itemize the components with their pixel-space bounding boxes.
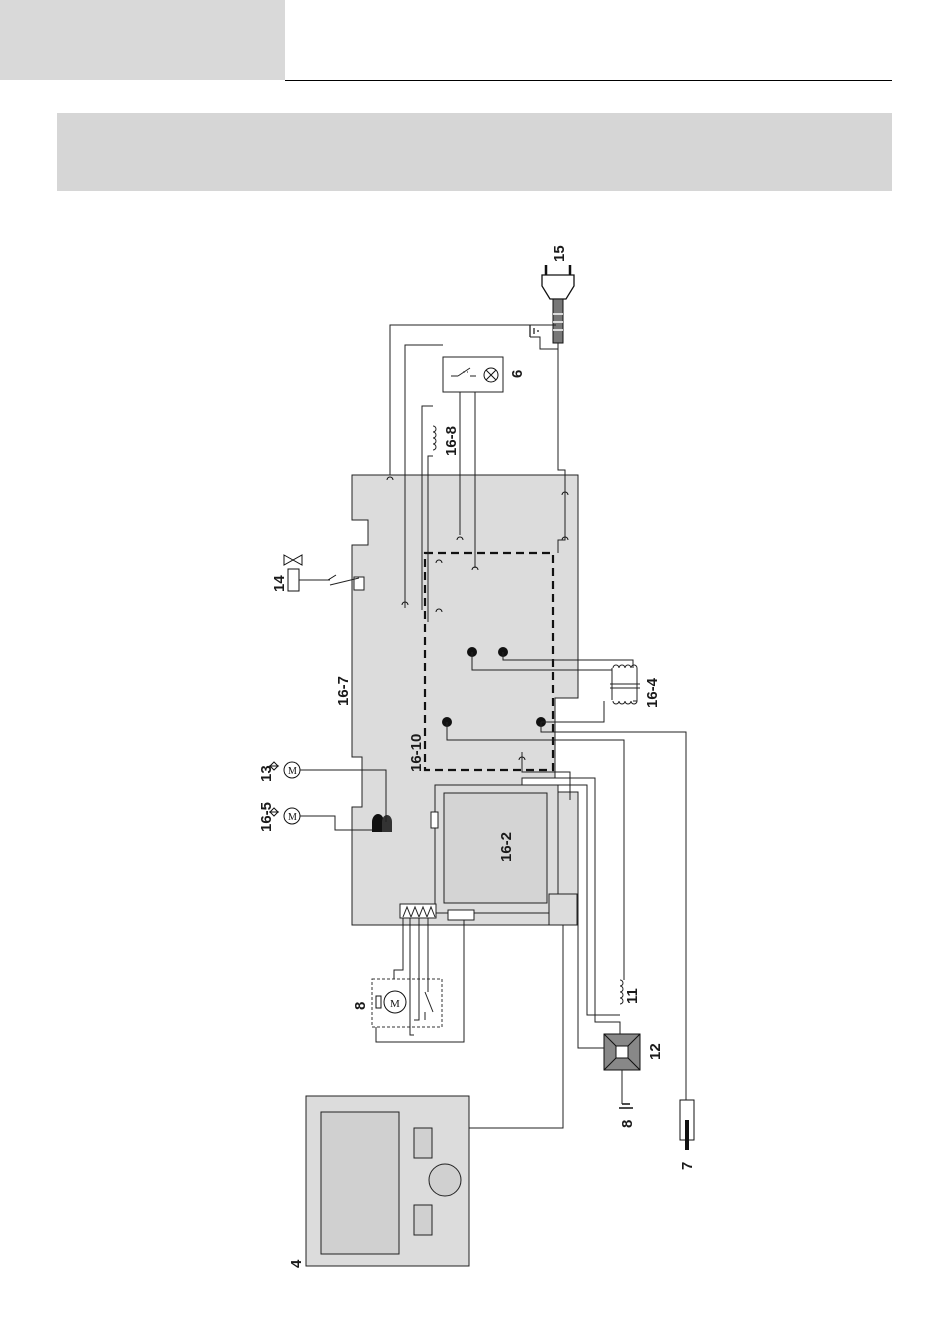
sub-board-connector — [431, 812, 438, 828]
display-panel — [306, 1096, 469, 1266]
bottom-connector — [448, 910, 474, 920]
ground-icon — [530, 325, 538, 337]
ignition-unit — [604, 1034, 640, 1070]
coil-icon — [620, 980, 623, 1004]
motor-icon: M — [372, 979, 442, 1027]
svg-text:M: M — [390, 998, 400, 1010]
probe-icon — [680, 1100, 694, 1150]
label-coil-16-8: 16-8 — [443, 426, 460, 456]
transformer-icon — [610, 665, 640, 704]
label-electrode: 8 — [619, 1120, 636, 1128]
label-probe: 7 — [679, 1162, 696, 1170]
motor-connector — [400, 904, 436, 918]
coil-icon — [433, 426, 436, 450]
svg-text:M: M — [288, 766, 297, 777]
lamp-icon — [484, 368, 498, 382]
label-transformer: 16-4 — [644, 677, 661, 708]
label-plug: 15 — [551, 245, 568, 262]
label-lamp-switch: 6 — [509, 370, 526, 378]
label-ignition: 12 — [647, 1043, 664, 1060]
sub-board-inner — [444, 793, 547, 903]
label-board: 16-7 — [335, 676, 352, 706]
label-sub-board: 16-2 — [498, 832, 515, 862]
svg-text:M: M — [288, 812, 297, 823]
label-fan-16-5: 16-5 — [258, 802, 275, 832]
label-display: 4 — [288, 1259, 305, 1268]
board-corner-block — [549, 894, 577, 925]
plug-icon — [542, 265, 574, 343]
electrode-icon — [619, 1104, 633, 1108]
label-coil-11: 11 — [624, 988, 641, 1004]
label-fan-13: 13 — [258, 765, 275, 782]
label-valve: 14 — [271, 575, 288, 592]
label-motor: 8 — [352, 1002, 369, 1010]
label-dashed-module: 16-10 — [408, 734, 425, 772]
fan-plug — [382, 815, 392, 832]
